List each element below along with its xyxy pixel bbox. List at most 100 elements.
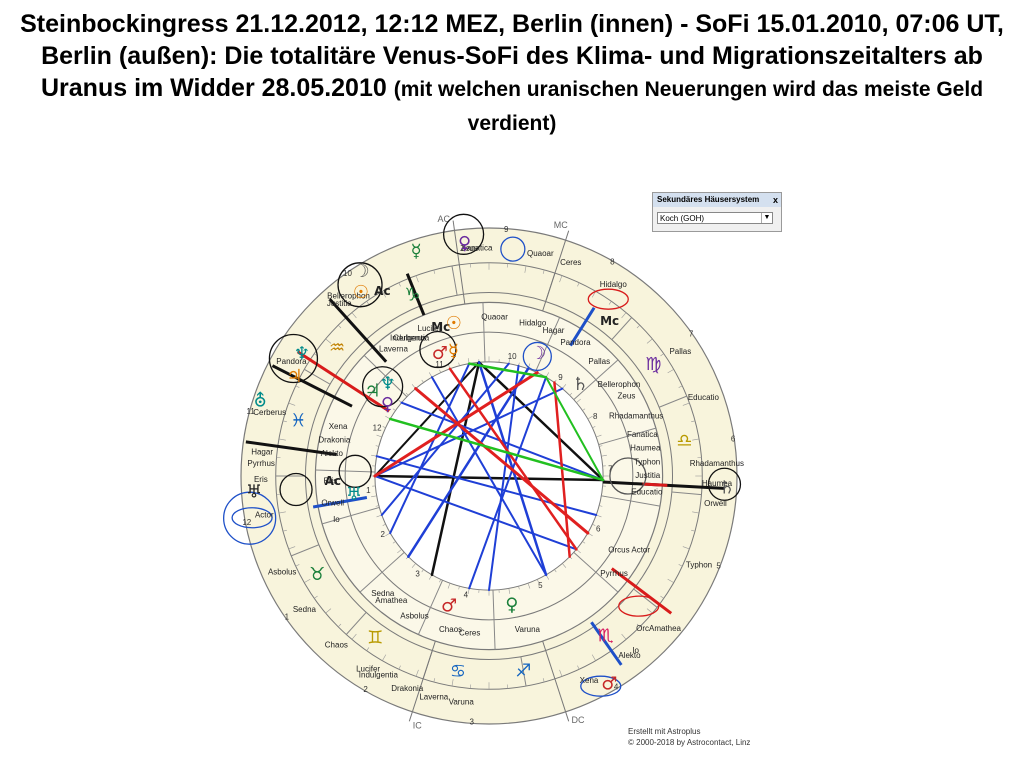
planet-glyph: ♀ bbox=[458, 233, 471, 254]
aspect-line bbox=[477, 361, 605, 482]
planet-glyph: ♍ bbox=[645, 354, 661, 375]
outer-degree-tick bbox=[304, 578, 311, 583]
inner-house-cusp bbox=[315, 469, 376, 473]
outer-degree-tick bbox=[295, 385, 300, 388]
inner-body-label: Varuna bbox=[515, 625, 541, 634]
planet-glyph: ♃ bbox=[365, 380, 381, 401]
outer-degree-tick bbox=[646, 608, 653, 614]
outer-degree-tick bbox=[636, 324, 641, 329]
planet-glyph: ☉ bbox=[446, 313, 462, 334]
outer-body-label: Haumea bbox=[702, 479, 733, 488]
outer-degree-tick bbox=[678, 385, 683, 388]
outer-degree-tick bbox=[282, 420, 287, 423]
inner-degree-tick bbox=[392, 541, 396, 544]
angle-label-ac: AC bbox=[438, 214, 451, 224]
planet-glyph: ☽ bbox=[353, 261, 369, 282]
close-icon[interactable]: x bbox=[772, 195, 778, 205]
highlight-ellipse bbox=[231, 507, 273, 529]
inner-degree-tick bbox=[599, 445, 603, 447]
outer-degree-tick bbox=[415, 669, 419, 677]
aspect-line bbox=[414, 387, 590, 535]
outer-degree-tick bbox=[382, 291, 387, 298]
outer-body-label: Xena bbox=[580, 676, 599, 685]
outer-body-label: Justitia bbox=[327, 299, 352, 308]
highlight-circle bbox=[442, 213, 485, 255]
inner-degree-tick bbox=[458, 586, 460, 590]
inner-house-cusp bbox=[573, 359, 619, 401]
outer-degree-tick bbox=[542, 678, 545, 683]
outer-degree-tick bbox=[692, 438, 700, 441]
highlight-circle bbox=[500, 236, 526, 262]
chevron-down-icon[interactable]: ▼ bbox=[761, 213, 772, 223]
inner-body-label: Eris bbox=[323, 477, 337, 486]
outer-degree-tick bbox=[621, 312, 627, 319]
highlight-cusp-black bbox=[245, 440, 337, 457]
inner-house-cusp bbox=[573, 551, 619, 593]
inner-body-label: Alekto bbox=[321, 449, 344, 458]
horoscope-wheel: ACMCICDC109876543211211987654321121110Fa… bbox=[223, 213, 744, 731]
planet-glyph: ♒ bbox=[329, 337, 345, 358]
inner-degree-tick bbox=[582, 408, 586, 411]
outer-body-label: Asbolus bbox=[268, 568, 296, 577]
outer-degree-tick bbox=[678, 564, 683, 567]
credit-line-1: Erstellt mit Astroplus bbox=[628, 727, 701, 736]
inner-degree-tick bbox=[592, 426, 596, 429]
inner-degree-tick bbox=[587, 415, 593, 420]
aspect-line bbox=[430, 376, 548, 576]
inner-degree-tick bbox=[405, 392, 409, 396]
house-system-panel[interactable]: Sekundäres Häusersystem x Koch (GOH) ▼ bbox=[652, 192, 782, 232]
title-note: (mit welchen uranischen Neuerungen wird … bbox=[393, 78, 984, 135]
inner-degree-tick bbox=[439, 369, 442, 373]
outer-degree-tick bbox=[366, 647, 370, 651]
outer-body-label: Io bbox=[632, 646, 639, 655]
outer-body-label: Rhadamanthus bbox=[690, 459, 744, 468]
highlight-circle bbox=[337, 262, 383, 308]
aspect-line bbox=[375, 455, 598, 517]
planet-glyph: ♐ bbox=[515, 660, 531, 681]
planet-glyph: ♂ bbox=[441, 595, 457, 616]
outer-body-label: Educatio bbox=[688, 393, 720, 402]
highlight-cusp-black bbox=[405, 273, 426, 316]
outer-degree-tick bbox=[577, 282, 580, 287]
planet-glyph: ☿ bbox=[448, 341, 459, 362]
house-system-select[interactable]: Koch (GOH) ▼ bbox=[657, 212, 773, 224]
outer-house-number: 4 bbox=[614, 683, 619, 692]
outer-house-cusp bbox=[451, 265, 458, 296]
outer-degree-tick bbox=[337, 324, 342, 329]
inner-house-cusp bbox=[363, 355, 408, 398]
inner-degree-tick bbox=[382, 426, 386, 429]
aspect-line bbox=[380, 362, 510, 517]
inner-house-cusp bbox=[482, 302, 486, 363]
inner-house-number: 1 bbox=[366, 486, 371, 495]
planet-glyph: ♃ bbox=[286, 366, 302, 387]
inner-body-label: Amathea bbox=[375, 596, 408, 605]
title-main: Steinbockingress 21.12.2012, 12:12 MEZ, … bbox=[20, 10, 1004, 102]
inner-house-cusp bbox=[598, 427, 657, 446]
highlight-cusp-blue bbox=[569, 306, 596, 347]
planet-glyph: ☽ bbox=[530, 343, 546, 364]
outer-house-number: 8 bbox=[610, 257, 615, 266]
outer-degree-tick bbox=[415, 275, 419, 283]
outer-degree-tick bbox=[382, 654, 387, 661]
inner-body-label: Quaoar bbox=[481, 312, 508, 321]
inner-body-label: Pallas bbox=[588, 357, 610, 366]
outer-degree-tick bbox=[451, 679, 454, 687]
inner-body-label: Haumea bbox=[630, 444, 661, 453]
inner-body-label: Zeus bbox=[618, 392, 636, 401]
planet-glyph: ♓ bbox=[290, 410, 306, 431]
outer-body-label: Orwell bbox=[704, 499, 727, 508]
outer-degree-tick bbox=[325, 608, 332, 614]
inner-body-label: Io bbox=[333, 515, 340, 524]
highlight-circle bbox=[223, 491, 277, 545]
highlight-ellipse bbox=[587, 288, 629, 310]
outer-degree-tick bbox=[278, 511, 286, 514]
inner-degree-tick bbox=[508, 588, 511, 594]
planet-glyph: Ac bbox=[325, 474, 341, 488]
outer-degree-tick bbox=[591, 654, 596, 661]
outer-body-label: Lucifer bbox=[356, 665, 380, 674]
aspect-line bbox=[468, 376, 548, 590]
outer-body-label: Drakonia bbox=[391, 684, 424, 693]
outer-body-label: Laverna bbox=[419, 692, 448, 701]
inner-degree-tick bbox=[397, 549, 402, 554]
